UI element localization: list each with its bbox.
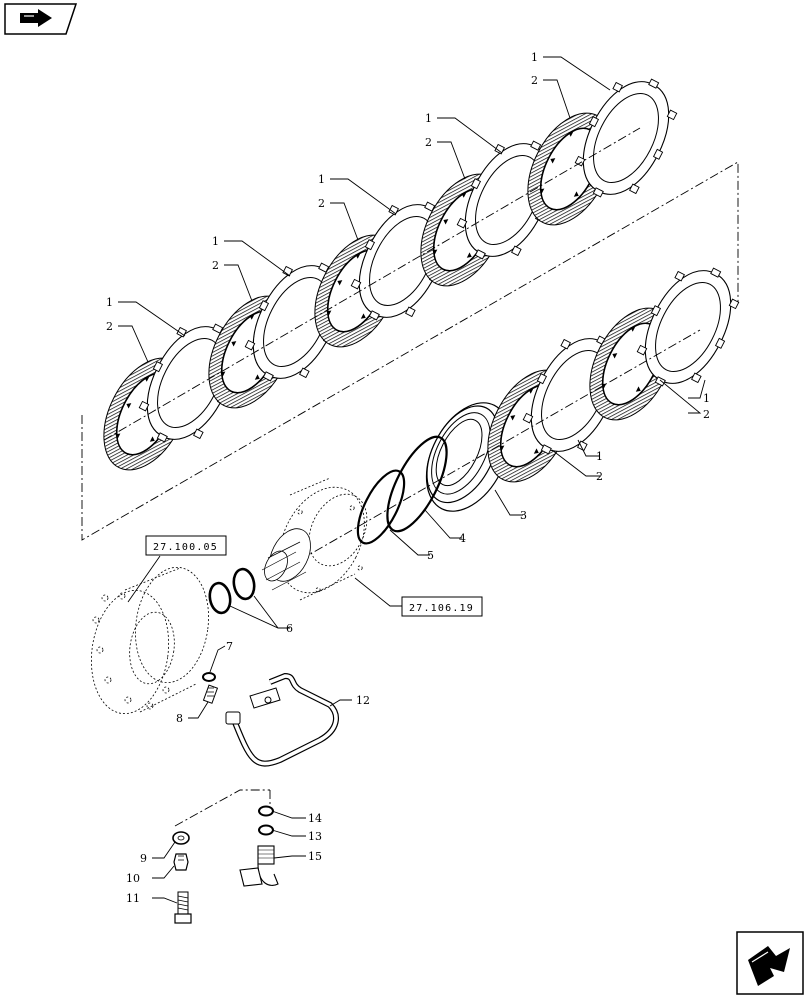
callout-2: 2 bbox=[703, 408, 710, 421]
callout-10: 10 bbox=[126, 872, 140, 885]
callout-4: 4 bbox=[459, 532, 466, 545]
callout-1: 1 bbox=[212, 235, 219, 248]
union-fitting bbox=[202, 684, 219, 704]
next-page-arrow-icon[interactable] bbox=[4, 3, 78, 35]
callout-9: 9 bbox=[140, 852, 147, 865]
navigate-arrow-icon[interactable] bbox=[736, 931, 804, 995]
callout-2: 2 bbox=[425, 136, 432, 149]
reference-link-housing[interactable]: 27.100.05 bbox=[145, 535, 227, 556]
snap-ring-pair bbox=[208, 567, 256, 615]
callout-1: 1 bbox=[596, 450, 603, 463]
leader-lines bbox=[118, 56, 706, 904]
callout-6: 6 bbox=[286, 622, 293, 635]
callout-2: 2 bbox=[318, 197, 325, 210]
callout-7: 7 bbox=[226, 640, 233, 653]
callout-5: 5 bbox=[427, 549, 434, 562]
o-ring-fitting-upper bbox=[258, 805, 274, 817]
piston-assembly bbox=[425, 402, 511, 512]
reference-link-carrier[interactable]: 27.106.19 bbox=[401, 596, 483, 617]
callout-1: 1 bbox=[106, 296, 113, 309]
bushing bbox=[173, 853, 189, 871]
callout-1: 1 bbox=[425, 112, 432, 125]
seal-ring bbox=[202, 672, 216, 682]
callout-12: 12 bbox=[356, 694, 370, 707]
lube-tube bbox=[225, 672, 339, 767]
callout-3: 3 bbox=[520, 509, 527, 522]
callout-2: 2 bbox=[531, 74, 538, 87]
elbow-fitting bbox=[239, 845, 279, 887]
callout-1: 1 bbox=[531, 51, 538, 64]
o-ring-large bbox=[386, 435, 448, 533]
callout-14: 14 bbox=[308, 812, 322, 825]
o-ring-small bbox=[356, 469, 406, 545]
callout-2: 2 bbox=[212, 259, 219, 272]
differential-carrier bbox=[261, 477, 368, 601]
svg-text:27.100.05: 27.100.05 bbox=[153, 542, 218, 553]
callout-11: 11 bbox=[126, 892, 140, 905]
callout-1: 1 bbox=[318, 173, 325, 186]
callout-8: 8 bbox=[176, 712, 183, 725]
callout-1: 1 bbox=[703, 392, 710, 405]
housing bbox=[90, 566, 209, 715]
callout-2: 2 bbox=[596, 470, 603, 483]
washer bbox=[172, 831, 190, 845]
o-ring-fitting-lower bbox=[258, 824, 274, 836]
callout-2: 2 bbox=[106, 320, 113, 333]
callout-15: 15 bbox=[308, 850, 322, 863]
bolt bbox=[174, 891, 192, 924]
svg-text:27.106.19: 27.106.19 bbox=[409, 603, 474, 614]
callout-13: 13 bbox=[308, 830, 322, 843]
